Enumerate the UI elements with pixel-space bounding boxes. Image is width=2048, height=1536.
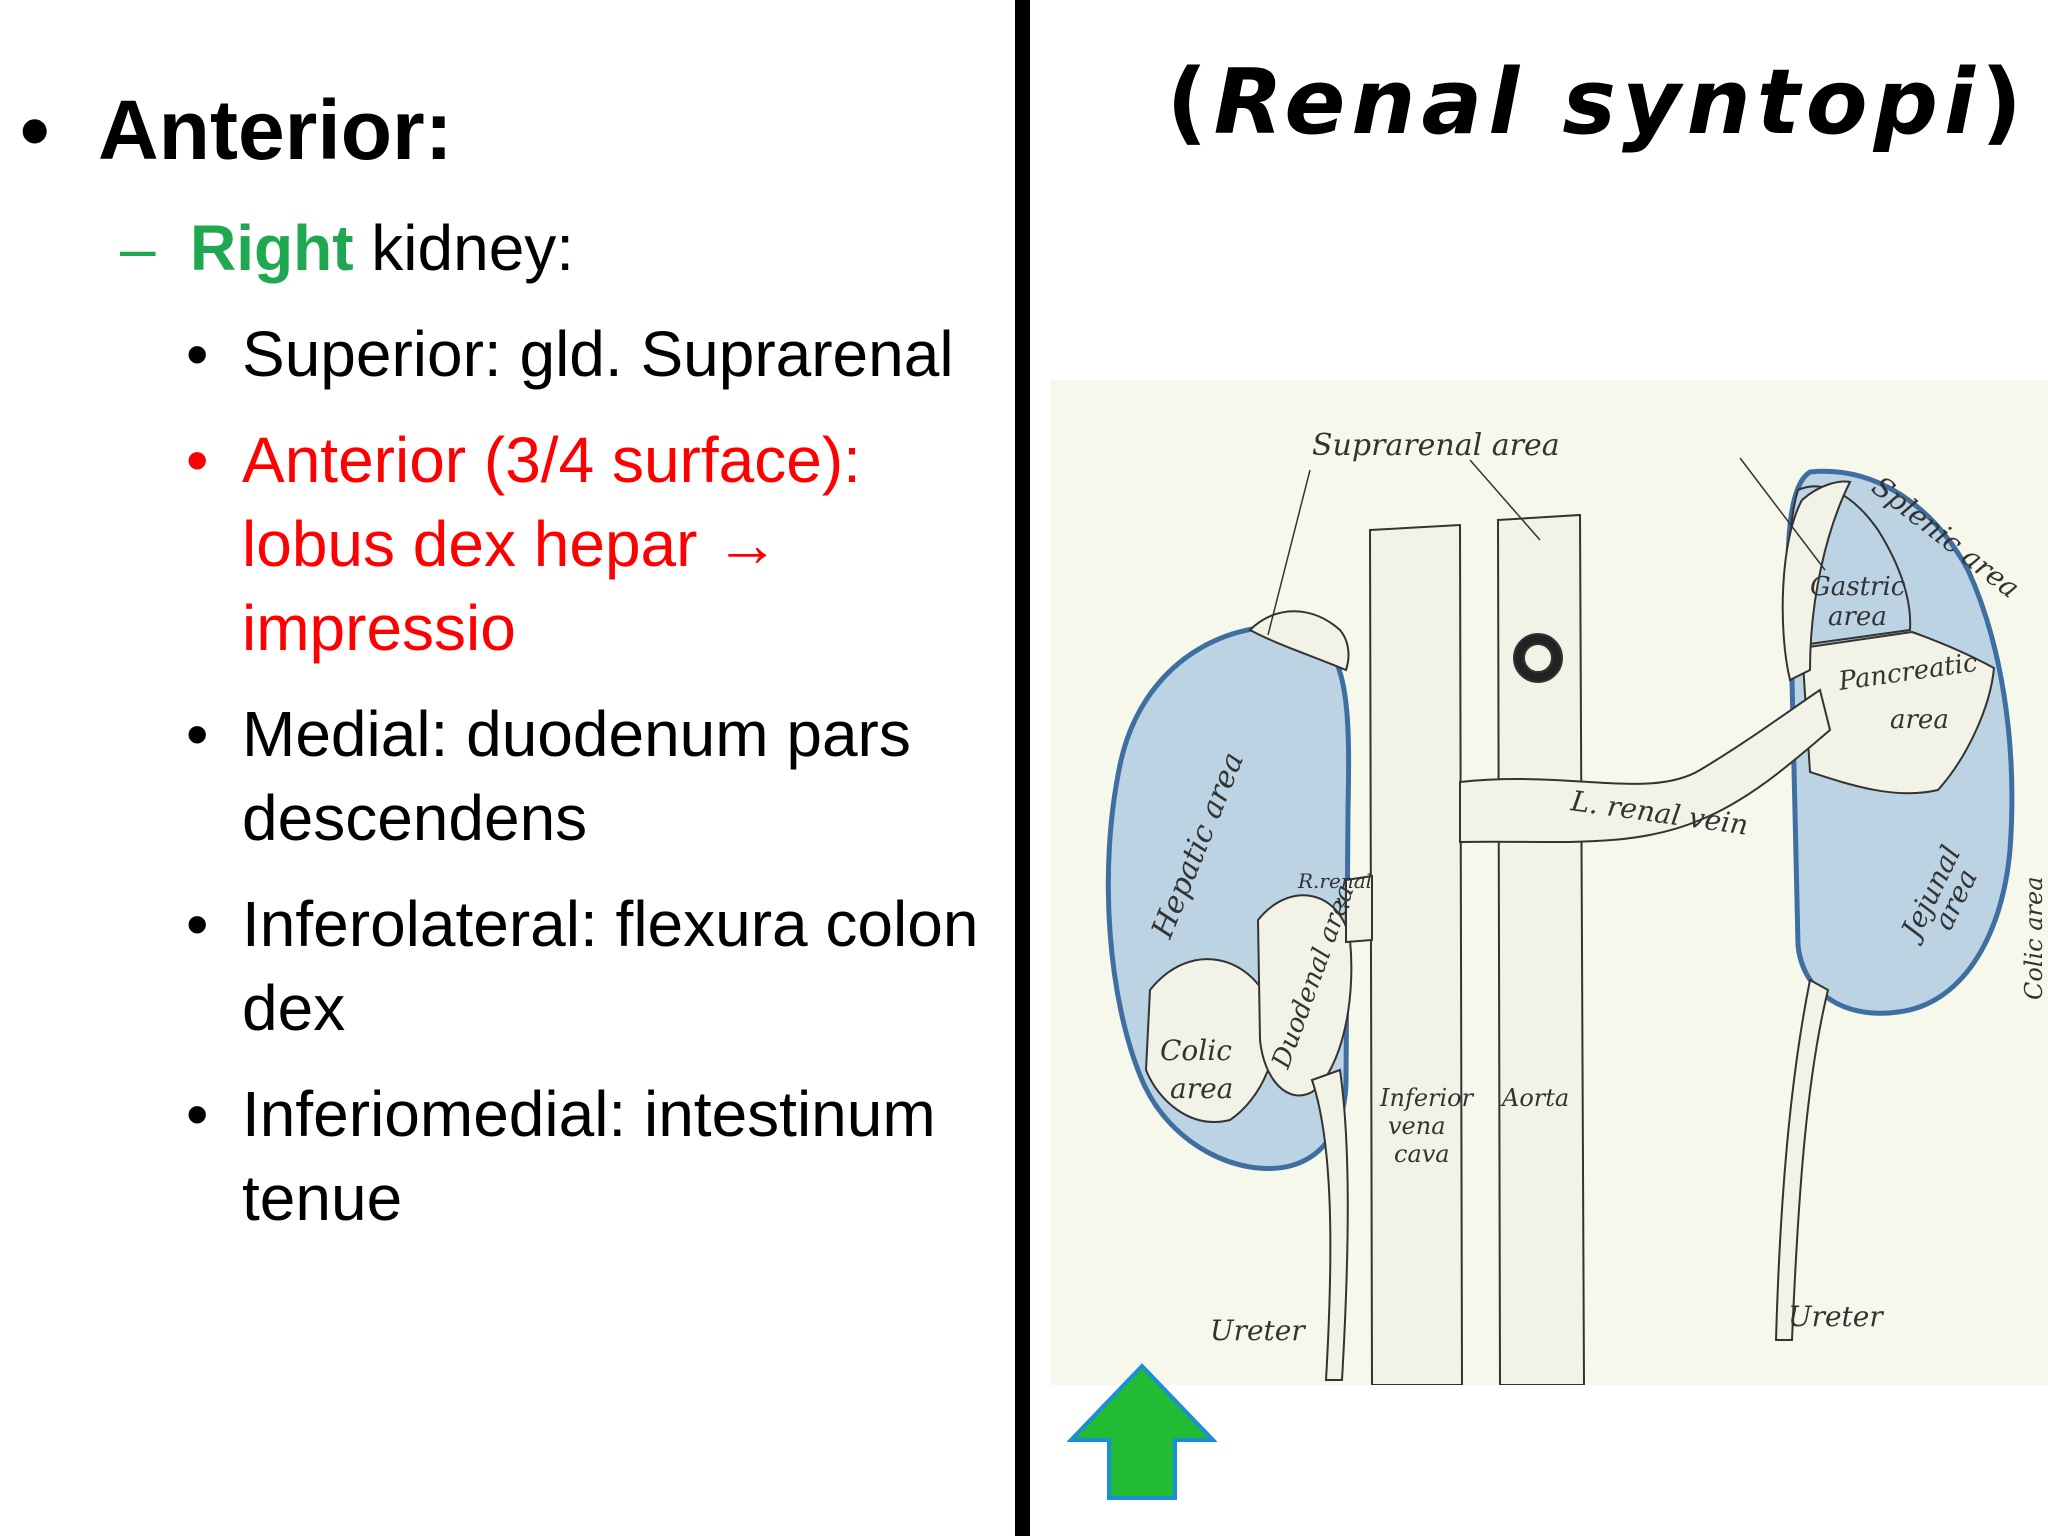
- sub-dash: –: [120, 212, 156, 284]
- up-arrow-icon: [1067, 1363, 1217, 1500]
- list-item-text: Anterior (3/4 surface): lobus dex hepar …: [242, 424, 861, 664]
- label-ureter-right: Ureter: [1210, 1314, 1306, 1347]
- left-text-panel: • Anterior: –Right kidney: • Superior: gld…: [0, 0, 1015, 1536]
- slide-title: (Renal syntopi): [1166, 50, 2028, 155]
- list-item-medial: • Medial: duodenum pars descendens: [186, 692, 1006, 860]
- label-gastric-area: area: [1828, 602, 1887, 632]
- title-italic-text: Renal syntopi: [1213, 50, 1981, 155]
- list-item-anterior: • Anterior (3/4 surface): lobus dex hepar…: [186, 418, 1006, 670]
- label-r-renal: R.renal: [1297, 869, 1372, 893]
- label-ureter-left: Ureter: [1788, 1300, 1884, 1333]
- inferior-vena-cava-vessel: [1368, 523, 1464, 1385]
- list-bullet: •: [186, 888, 209, 960]
- title-close-paren: ): [1980, 50, 2028, 155]
- sub-accent-right: Right: [190, 212, 354, 284]
- kidney-syntopy-illustration: Suprarenal area Splenic area Gastric are…: [1050, 380, 2048, 1385]
- subheading-right-kidney: –Right kidney:: [120, 208, 574, 288]
- label-vena: vena: [1388, 1112, 1446, 1140]
- anatomy-diagram: Suprarenal area Splenic area Gastric are…: [1105, 428, 2048, 1385]
- duodenal-area: [1256, 894, 1353, 1097]
- right-suprarenal-cap: [1248, 610, 1350, 672]
- heading-bullet: •: [20, 83, 50, 177]
- label-colic-area: area: [1170, 1072, 1233, 1105]
- list-item-text: Superior: gld. Suprarenal: [242, 318, 954, 390]
- label-gastric: Gastric: [1810, 572, 1906, 602]
- left-suprarenal-cap: [1781, 480, 1852, 682]
- list-bullet: •: [186, 318, 209, 390]
- vertical-divider: [1015, 0, 1030, 1536]
- right-ureter-vessel: [1310, 1068, 1349, 1381]
- list-item-text: Inferiomedial: intestinum tenue: [242, 1078, 936, 1234]
- right-renal-vein-vessel: [1345, 874, 1373, 944]
- list-item-inferolateral: • Inferolateral: flexura colon dex: [186, 882, 1006, 1050]
- sub-rest-text: kidney:: [353, 212, 575, 284]
- label-colic-area-left: Colic area: [2020, 876, 2048, 1000]
- label-r-renal-v: v.: [1336, 889, 1351, 913]
- label-aorta: Aorta: [1500, 1084, 1569, 1112]
- heading-anterior: • Anterior:: [20, 80, 453, 180]
- right-figure-panel: (Renal syntopi): [1030, 0, 2048, 1536]
- list-bullet: •: [186, 698, 209, 770]
- list-bullet: •: [186, 424, 209, 496]
- label-cava: cava: [1394, 1140, 1450, 1168]
- list-bullet: •: [186, 1078, 209, 1150]
- list-item-superior: • Superior: gld. Suprarenal: [186, 312, 1006, 396]
- label-pancreatic-area: area: [1890, 705, 1949, 735]
- list-item-inferiomedial: • Inferiomedial: intestinum tenue: [186, 1072, 1006, 1240]
- list-item-text: Medial: duodenum pars descendens: [242, 698, 911, 854]
- label-colic: Colic: [1160, 1034, 1232, 1067]
- label-inferior: Inferior: [1379, 1084, 1475, 1112]
- heading-text: Anterior:: [98, 83, 453, 177]
- list-item-text: Inferolateral: flexura colon dex: [242, 888, 979, 1044]
- aorta-vessel: [1496, 513, 1586, 1385]
- pancreatic-area: [1800, 630, 1996, 795]
- left-ureter-vessel: [1774, 978, 1830, 1341]
- left-renal-vein-vessel: [1459, 688, 1832, 844]
- title-open-paren: (: [1166, 50, 1214, 155]
- label-suprarenal-area: Suprarenal area: [1312, 428, 1560, 463]
- relation-list: • Superior: gld. Suprarenal • Anterior (3/…: [186, 312, 1006, 1262]
